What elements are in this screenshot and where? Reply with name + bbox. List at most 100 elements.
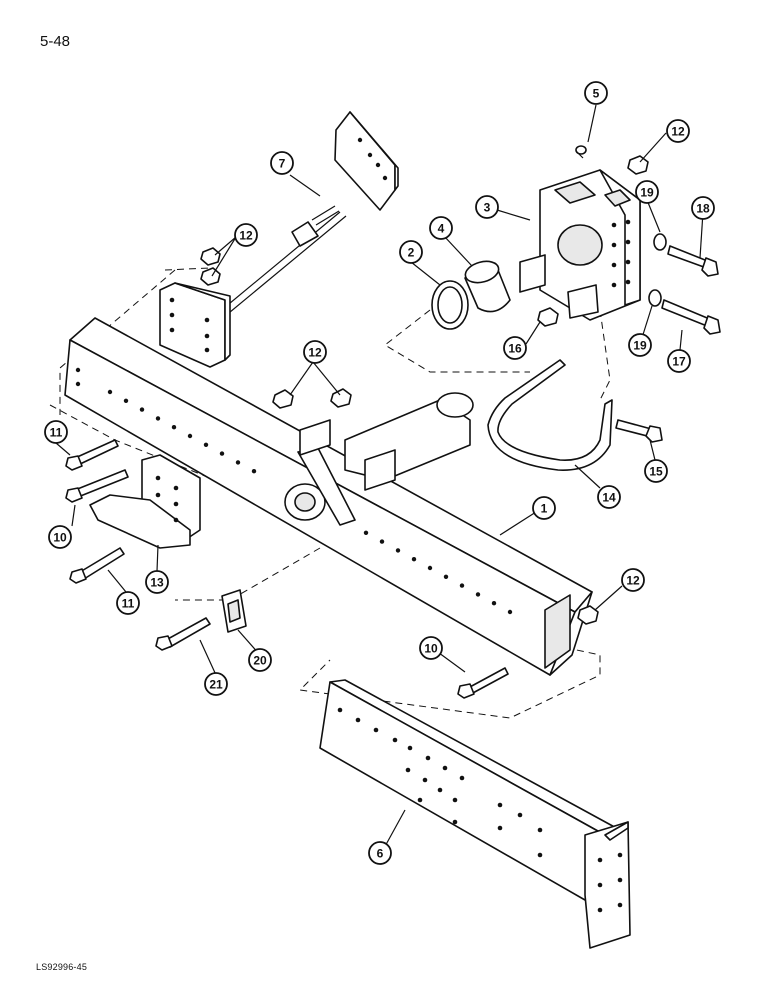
- callout-16: 16: [503, 336, 527, 360]
- callout-11-upper: 11: [44, 420, 68, 444]
- page-number: 5-48: [40, 33, 71, 50]
- svg-text:1: 1: [541, 502, 548, 516]
- svg-text:12: 12: [239, 229, 253, 243]
- beam-bolt-hole: [475, 592, 481, 597]
- beam-bolt-hole: [411, 557, 417, 562]
- part-6-extension-bar: [319, 679, 631, 949]
- callout-14: 14: [597, 485, 621, 509]
- svg-text:12: 12: [626, 574, 640, 588]
- callout-20: 20: [248, 648, 272, 672]
- beam-bolt-hole: [379, 539, 385, 544]
- callout-leader-lines: [55, 104, 704, 851]
- swivel-shaft: [299, 392, 474, 491]
- part-3-swivel-housing: [519, 169, 641, 321]
- beam-end-hole: [75, 367, 81, 373]
- svg-text:19: 19: [633, 339, 647, 353]
- part-5-grease-fitting: [575, 145, 587, 159]
- callout-18: 18: [691, 196, 715, 220]
- part-2-seal-ring: [431, 280, 469, 330]
- part-16-nut: [537, 307, 559, 327]
- beam-end-hole: [75, 381, 81, 387]
- callout-10-lower: 10: [419, 636, 443, 660]
- svg-text:2: 2: [408, 246, 415, 260]
- svg-text:10: 10: [53, 531, 67, 545]
- svg-text:12: 12: [308, 346, 322, 360]
- svg-text:19: 19: [640, 186, 654, 200]
- part-12-nuts-middle: [272, 388, 352, 409]
- part-13-hitch-plate: [89, 454, 201, 549]
- part-12-nut-right-upper: [627, 155, 649, 175]
- beam-bolt-hole: [427, 565, 433, 571]
- part-4-bushing: [464, 260, 511, 313]
- part-7-adjustable-link: [159, 111, 399, 368]
- part-21-bolt: [155, 617, 211, 651]
- beam-bolt-hole: [219, 451, 225, 456]
- callout-5: 5: [584, 81, 608, 105]
- svg-text:15: 15: [649, 465, 663, 479]
- beam-bolt-hole: [235, 460, 241, 465]
- part-19-washers: [648, 233, 667, 307]
- svg-text:3: 3: [484, 201, 491, 215]
- svg-text:20: 20: [253, 654, 267, 668]
- beam-bolt-hole: [491, 601, 497, 606]
- callout-11-lower: 11: [116, 591, 140, 615]
- svg-text:4: 4: [438, 222, 445, 236]
- callout-1: 1: [532, 496, 556, 520]
- part-1-drawbar-beam: [64, 317, 593, 676]
- callout-15: 15: [644, 459, 668, 483]
- beam-bolt-hole: [507, 609, 513, 615]
- callout-17: 17: [667, 349, 691, 373]
- callout-12-upper-left: 12: [234, 223, 258, 247]
- callout-7: 7: [270, 151, 294, 175]
- svg-text:11: 11: [122, 597, 135, 611]
- figure-code: LS92996-45: [36, 962, 88, 972]
- svg-text:12: 12: [671, 125, 685, 139]
- svg-text:5: 5: [593, 87, 600, 101]
- part-18-bolt: [667, 245, 719, 277]
- beam-bolt-hole: [363, 530, 369, 535]
- beam-bolt-hole: [107, 389, 113, 395]
- callout-6: 6: [368, 841, 392, 865]
- part-11-bolt-lower: [69, 547, 125, 584]
- beam-bolt-hole: [459, 583, 465, 588]
- callout-21: 21: [204, 672, 228, 696]
- callout-4: 4: [429, 216, 453, 240]
- beam-bolt-hole: [155, 416, 161, 421]
- svg-text:6: 6: [377, 847, 384, 861]
- callout-19-lower: 19: [628, 333, 652, 357]
- part-12-nuts-upper: [200, 247, 221, 286]
- svg-text:18: 18: [696, 202, 710, 216]
- part-15-bolt: [615, 419, 663, 443]
- svg-text:10: 10: [424, 642, 438, 656]
- callout-13: 13: [145, 570, 169, 594]
- svg-text:13: 13: [150, 576, 164, 590]
- callout-12-lower-right: 12: [621, 568, 645, 592]
- callout-10-upper: 10: [48, 525, 72, 549]
- callout-19-upper: 19: [635, 180, 659, 204]
- svg-text:11: 11: [50, 426, 63, 440]
- svg-text:17: 17: [672, 355, 686, 369]
- beam-bolt-hole: [203, 442, 209, 447]
- part-14-u-strap: [487, 359, 613, 471]
- part-12-nut-right-lower: [577, 605, 599, 625]
- callout-12-middle: 12: [303, 340, 327, 364]
- beam-bolt-hole: [443, 574, 449, 579]
- beam-bolt-hole: [395, 548, 401, 553]
- callout-12-upper-right: 12: [666, 119, 690, 143]
- callout-2: 2: [399, 240, 423, 264]
- beam-bolt-hole: [187, 433, 193, 439]
- part-11-bolt-upper: [65, 439, 119, 471]
- beam-bolt-hole: [139, 407, 145, 412]
- beam-bolt-hole: [251, 469, 257, 474]
- svg-text:7: 7: [279, 157, 286, 171]
- beam-bolt-hole: [171, 425, 177, 430]
- svg-text:21: 21: [209, 678, 223, 692]
- part-10-bolt-upper: [65, 469, 129, 503]
- beam-bolt-hole: [123, 398, 129, 403]
- svg-text:14: 14: [602, 491, 616, 505]
- part-17-bolt: [661, 299, 721, 335]
- svg-text:16: 16: [508, 342, 522, 356]
- part-10-bolt-lower: [457, 667, 509, 699]
